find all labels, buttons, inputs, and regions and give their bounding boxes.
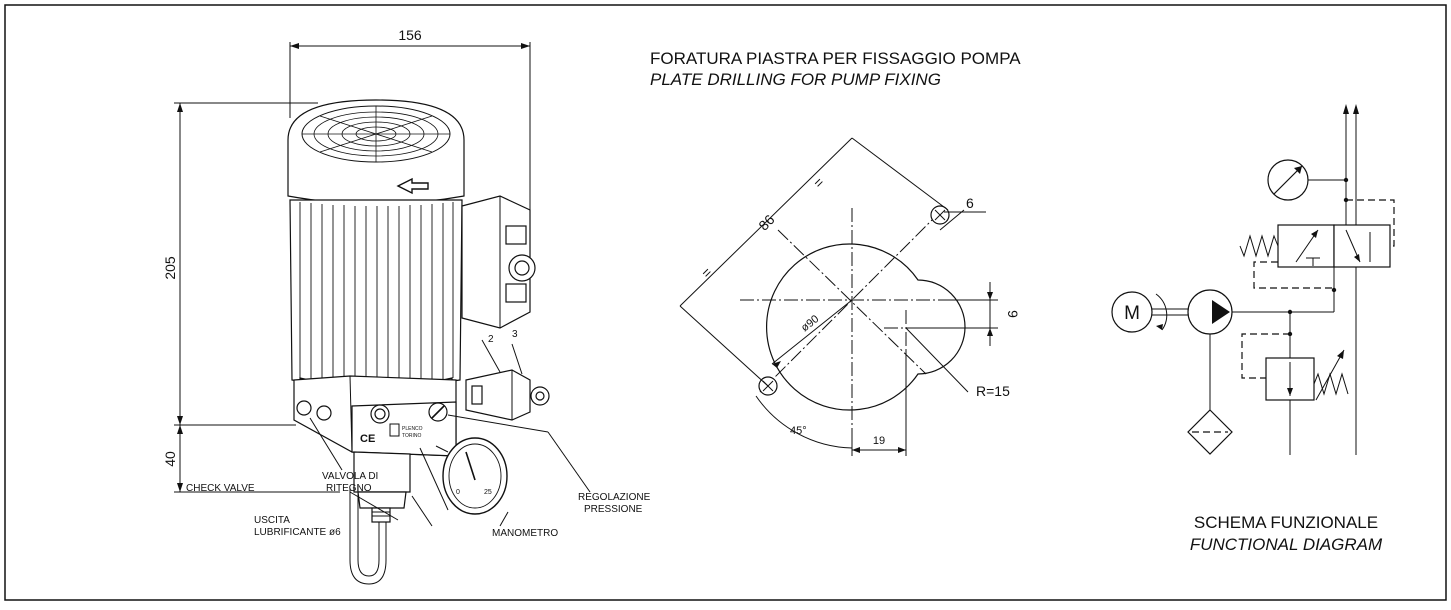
functional-diagram: M SCHEMA FUNZIONALE FUNCTIONAL DIAGRAM	[1111, 104, 1395, 554]
connector-ref-2: 2	[488, 334, 494, 345]
dim-angle: 45°	[790, 425, 807, 437]
dim-width-top: 156	[398, 27, 422, 43]
electrical-connector: 2 3	[465, 329, 550, 421]
relief-valve-symbol	[1241, 333, 1349, 401]
equal-mark-bottom: =	[698, 264, 715, 281]
dim-height-base: 40	[162, 451, 178, 467]
label-pressure-2: PRESSIONE	[584, 504, 643, 515]
pump-direction-icon	[1212, 300, 1230, 324]
motor-rotation-icon	[1155, 293, 1168, 331]
gauge-scale-min: 0	[456, 489, 460, 496]
valve-spring-icon	[1239, 234, 1279, 258]
centerline-diagonal	[777, 229, 927, 375]
title-plate-drilling-it: FORATURA PIASTRA PER FISSAGGIO POMPA	[650, 49, 1021, 68]
terminal-box	[461, 195, 536, 329]
label-outlet-2: LUBRIFICANTE ø6	[254, 527, 341, 538]
gauge-scale-max: 25	[484, 489, 492, 496]
label-check-valve-it-2: RITEGNO	[326, 483, 372, 494]
dim-offset-horizontal: 19	[873, 435, 885, 447]
leader-outlet	[349, 491, 399, 521]
leader-pressure	[447, 414, 549, 433]
gauge-needle-icon	[465, 451, 476, 481]
brand-name-2: TORINO	[402, 433, 421, 439]
rotation-arrow-icon	[396, 177, 429, 195]
drawing-frame	[4, 4, 1447, 601]
motor-label: M	[1124, 303, 1140, 324]
motor-symbol	[1111, 291, 1153, 333]
label-pressure-1: REGOLAZIONE	[578, 492, 651, 503]
fixing-hole-top-right	[930, 205, 950, 225]
leader-gauge	[499, 511, 509, 527]
pump-base-block: CE PLENCO TORINO	[293, 375, 457, 457]
dim-arrow	[772, 361, 781, 368]
motor-cooling-fins	[299, 202, 454, 384]
plate-drilling-view: FORATURA PIASTRA PER FISSAGGIO POMPA PLA…	[650, 49, 1021, 456]
directional-valve-symbol	[1239, 199, 1395, 289]
brand-name-1: PLENCO	[402, 426, 423, 432]
dim-height-motor: 205	[162, 256, 178, 280]
dim-arc-angle	[755, 395, 853, 449]
label-outlet-1: USCITA	[254, 515, 290, 526]
check-valve-plug	[316, 405, 332, 421]
leader-check-valve	[309, 417, 343, 471]
relief-spring-icon	[1313, 372, 1349, 396]
dim-radius: R=15	[976, 383, 1010, 399]
equal-mark-top: =	[810, 174, 827, 191]
title-schema-it: SCHEMA FUNZIONALE	[1194, 513, 1378, 532]
motor-finned-body	[289, 199, 463, 387]
ce-mark: CE	[360, 433, 375, 445]
lubricant-tube	[357, 486, 380, 577]
pump-assembly-view: 156 205 40	[162, 27, 651, 585]
label-gauge: MANOMETRO	[492, 528, 558, 539]
dim-line-86	[679, 137, 853, 307]
title-schema-en: FUNCTIONAL DIAGRAM	[1190, 535, 1383, 554]
brand-logo-icon	[389, 423, 400, 437]
dim-plate-distance: 86	[755, 211, 777, 233]
label-check-valve-it: VALVOLA DI	[322, 471, 378, 482]
title-plate-drilling-en: PLATE DRILLING FOR PUMP FIXING	[650, 70, 941, 89]
dim-offset-vertical: 9	[1005, 310, 1021, 318]
pump-flange-outline	[765, 243, 966, 411]
dim-hole-size: 6	[966, 195, 974, 211]
label-check-valve-en: CHECK VALVE	[186, 483, 255, 494]
dim-line-diameter	[771, 299, 853, 365]
fixing-screw	[296, 400, 312, 416]
leader-radius	[905, 327, 969, 393]
pressure-gauge: 0 25	[419, 437, 508, 515]
fan-grille-slots	[302, 106, 450, 162]
connector-ref-3: 3	[512, 329, 518, 340]
